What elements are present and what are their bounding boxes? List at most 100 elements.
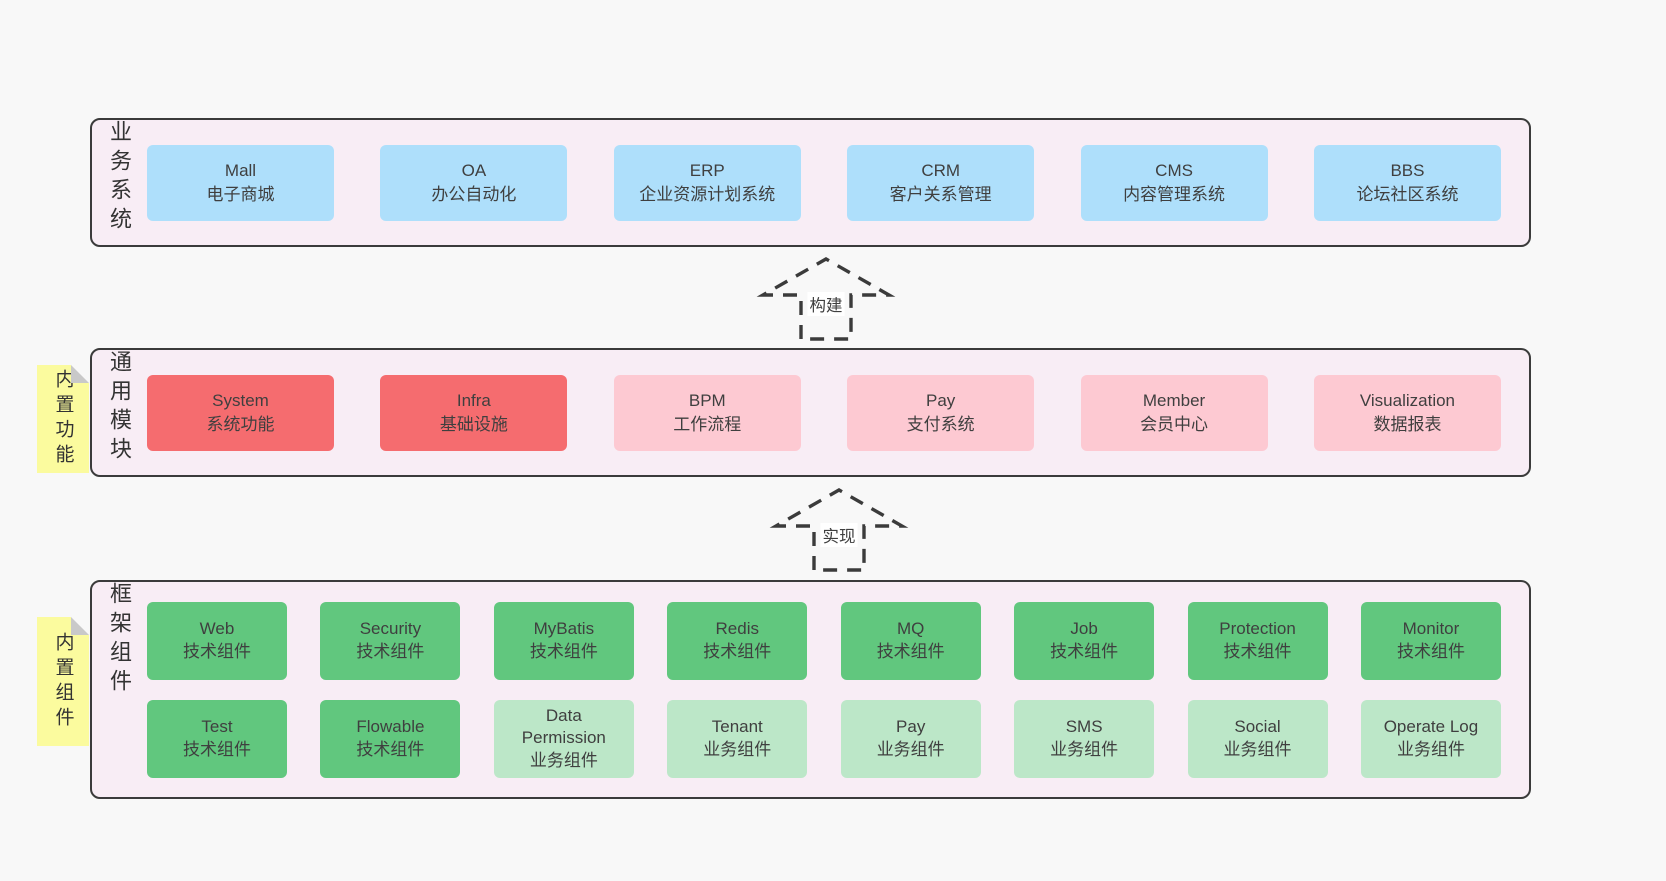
box-title: BBS <box>1390 160 1425 180</box>
box-title: Security <box>359 619 422 639</box>
box-row: Mall 电子商城 OA 办公自动化 ERP 企业资源计划系统 CRM 客户关系管理 CMS 内容… <box>147 144 1501 221</box>
box-title: MQ <box>896 619 925 639</box>
box-title: Tenant <box>711 717 763 737</box>
box-subtitle: 业务组件 <box>1050 739 1119 759</box>
box-title: Member <box>1142 390 1206 410</box>
box-visualization: Visualization 数据报表 <box>1313 374 1501 451</box>
sticky-note-builtin-components: 内置组件 <box>37 617 89 746</box>
box-subtitle: 技术组件 <box>356 739 425 759</box>
box-subtitle: 技术组件 <box>356 641 425 661</box>
box-subtitle: 技术组件 <box>1396 641 1465 661</box>
box-title: Pay <box>896 717 926 737</box>
box-crm: CRM 客户关系管理 <box>847 144 1035 221</box>
up-arrow-icon <box>769 488 909 572</box>
box-infra: Infra 基础设施 <box>380 374 568 451</box>
box-subtitle: 技术组件 <box>1050 641 1119 661</box>
box-mall: Mall 电子商城 <box>147 144 334 221</box>
panel-label-modules: 通用模块 <box>107 350 132 466</box>
sticky-note-builtin-features: 内置功能 <box>37 365 89 473</box>
box-subtitle: 论坛社区系统 <box>1356 184 1459 204</box>
box-title: ERP <box>689 160 725 180</box>
arrow-build: 构建 <box>755 256 897 342</box>
box-title: Mall <box>224 160 257 180</box>
box-subtitle: 技术组件 <box>703 641 772 661</box>
box-cms: CMS 内容管理系统 <box>1080 144 1268 221</box>
box-subtitle: 技术组件 <box>183 739 251 759</box>
box-title: CRM <box>921 160 961 180</box>
box-subtitle: 数据报表 <box>1373 414 1442 434</box>
arrow-implement-label: 实现 <box>820 523 858 548</box>
box-title: Redis <box>715 619 759 639</box>
box-title: Protection <box>1219 619 1296 639</box>
box-subtitle: 工作流程 <box>673 414 742 434</box>
box-subtitle: 技术组件 <box>529 641 598 661</box>
box-subtitle: 企业资源计划系统 <box>639 184 776 204</box>
box-subtitle: 业务组件 <box>703 739 772 759</box>
box-title: SMS <box>1065 717 1103 737</box>
box-title: Data Permission <box>521 705 606 748</box>
panel-label-business: 业务系统 <box>107 120 132 236</box>
box-bbs: BBS 论坛社区系统 <box>1313 144 1501 221</box>
box-title: Social <box>1234 717 1281 737</box>
box-title: Job <box>1070 619 1098 639</box>
arrow-implement: 实现 <box>768 487 910 573</box>
box-title: BPM <box>688 390 726 410</box>
sticky-text: 内置功能 <box>52 369 74 469</box>
box-title: Operate Log <box>1383 717 1479 737</box>
folded-corner-icon <box>71 365 89 383</box>
box-subtitle: 技术组件 <box>183 641 251 661</box>
box-title: CMS <box>1155 160 1193 180</box>
box-subtitle: 基础设施 <box>439 414 508 434</box>
box-title: Web <box>199 619 235 639</box>
box-subtitle: 业务组件 <box>1396 739 1465 759</box>
panel-business-systems: 业务系统 Mall 电子商城 OA 办公自动化 ERP 企业资源计划系统 CRM 客户关系管理… <box>90 118 1531 247</box>
box-subtitle: 系统功能 <box>206 414 275 434</box>
up-arrow-icon <box>756 257 896 341</box>
box-subtitle: 业务组件 <box>876 739 945 759</box>
box-title: Infra <box>456 390 491 410</box>
arrow-build-label: 构建 <box>807 292 845 317</box>
box-subtitle: 技术组件 <box>876 641 945 661</box>
box-subtitle: 会员中心 <box>1140 414 1209 434</box>
box-title: Pay <box>926 390 956 410</box>
box-bpm: BPM 工作流程 <box>613 374 801 451</box>
business-box-rows: Mall 电子商城 OA 办公自动化 ERP 企业资源计划系统 CRM 客户关系管理 CMS 内容… <box>147 120 1501 245</box>
sticky-text: 内置组件 <box>52 631 74 732</box>
box-subtitle: 电子商城 <box>206 184 275 204</box>
panel-label-components: 框架组件 <box>107 582 132 698</box>
box-title: OA <box>461 160 487 180</box>
box-title: Visualization <box>1359 390 1456 410</box>
box-subtitle: 业务组件 <box>1223 739 1292 759</box>
box-title: MyBatis <box>533 619 595 639</box>
box-erp: ERP 企业资源计划系统 <box>613 144 801 221</box>
box-subtitle: 技术组件 <box>1223 641 1292 661</box>
box-oa: OA 办公自动化 <box>380 144 568 221</box>
box-subtitle: 办公自动化 <box>431 184 517 204</box>
box-member: Member 会员中心 <box>1080 374 1268 451</box>
box-subtitle: 客户关系管理 <box>889 184 992 204</box>
box-subtitle: 内容管理系统 <box>1123 184 1226 204</box>
